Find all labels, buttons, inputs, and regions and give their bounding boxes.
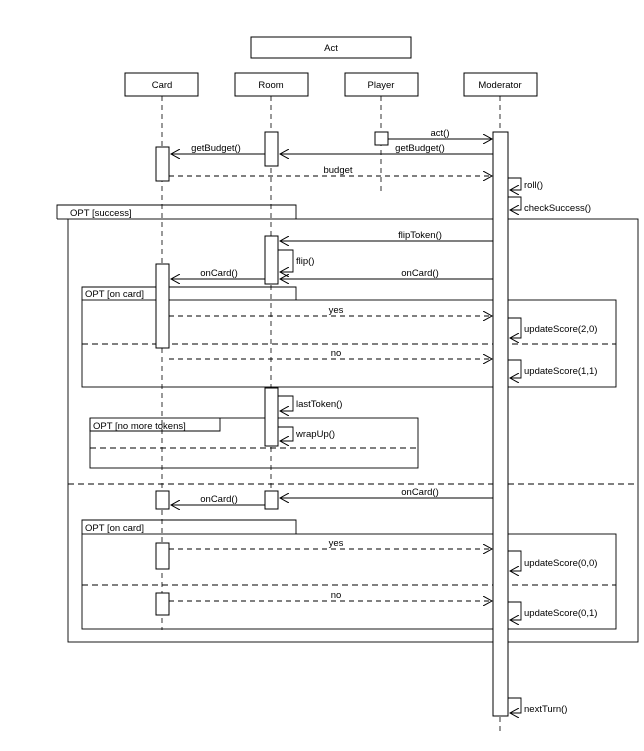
self-message-wrap-up: wrapUp() bbox=[278, 426, 335, 441]
self-message-flip: flip() bbox=[278, 249, 314, 272]
self-message-update-score-1-1: updateScore(1,1) bbox=[508, 359, 597, 378]
message-get-budget-from-moderator: getBudget() bbox=[280, 143, 493, 154]
card-activation bbox=[155, 542, 170, 570]
participant-room: Room bbox=[234, 72, 309, 97]
message-on-card-moderator-to-room: onCard() bbox=[280, 268, 493, 279]
message-no-label: no bbox=[331, 590, 342, 601]
message-yes-label: yes bbox=[329, 538, 344, 549]
fragment-label-success: OPT [success] bbox=[70, 208, 132, 219]
message-wrap-up-label: wrapUp() bbox=[295, 429, 335, 440]
participant-room-label: Room bbox=[258, 80, 283, 91]
moderator-activation bbox=[492, 131, 509, 717]
participant-moderator-label: Moderator bbox=[478, 80, 521, 91]
participant-card: Card bbox=[124, 72, 199, 97]
message-no-label: no bbox=[331, 348, 342, 359]
room-activation bbox=[264, 490, 279, 510]
fragment-label-no-more-tokens: OPT [no more tokens] bbox=[93, 421, 186, 432]
player-activation bbox=[374, 131, 389, 146]
message-yes-2: yes bbox=[169, 538, 492, 549]
message-budget-label: budget bbox=[323, 165, 352, 176]
message-yes-1: yes bbox=[169, 305, 492, 316]
message-yes-label: yes bbox=[329, 305, 344, 316]
message-budget-return: budget bbox=[169, 165, 492, 176]
self-message-check-success: checkSuccess() bbox=[508, 196, 591, 214]
card-activation bbox=[155, 146, 170, 182]
self-message-update-score-0-0: updateScore(0,0) bbox=[508, 550, 597, 571]
message-on-card-room-to-card-2: onCard() bbox=[171, 494, 265, 505]
message-flip-token: flipToken() bbox=[280, 230, 493, 241]
self-message-roll: roll() bbox=[508, 177, 543, 191]
message-update-score-label: updateScore(1,1) bbox=[524, 366, 597, 377]
message-update-score-label: updateScore(0,0) bbox=[524, 558, 597, 569]
room-activation bbox=[264, 131, 279, 167]
message-update-score-label: updateScore(2,0) bbox=[524, 324, 597, 335]
participant-card-label: Card bbox=[152, 80, 173, 91]
fragment-opt-success: OPT [success] bbox=[56, 204, 639, 643]
self-message-update-score-2-0: updateScore(2,0) bbox=[508, 317, 597, 338]
room-activation bbox=[264, 387, 279, 447]
message-get-budget-label: getBudget() bbox=[395, 143, 445, 154]
diagram-title: Act bbox=[324, 43, 338, 54]
message-on-card-label: onCard() bbox=[401, 487, 439, 498]
message-no-2: no bbox=[169, 590, 492, 601]
participant-player-label: Player bbox=[368, 80, 395, 91]
fragment-label-on-card-2: OPT [on card] bbox=[85, 523, 144, 534]
message-update-score-label: updateScore(0,1) bbox=[524, 608, 597, 619]
room-activation bbox=[264, 235, 279, 285]
message-on-card-room-to-card: onCard() bbox=[171, 268, 265, 279]
participant-player: Player bbox=[344, 72, 419, 97]
message-last-token-label: lastToken() bbox=[296, 399, 342, 410]
message-on-card-label: onCard() bbox=[200, 494, 238, 505]
message-flip-token-label: flipToken() bbox=[398, 230, 442, 241]
message-act: act() bbox=[388, 128, 492, 139]
self-message-next-turn: nextTurn() bbox=[508, 697, 567, 715]
message-get-budget-label: getBudget() bbox=[191, 143, 241, 154]
message-on-card-label: onCard() bbox=[401, 268, 439, 279]
card-activation bbox=[155, 592, 170, 616]
message-no-1: no bbox=[169, 348, 492, 359]
card-activation bbox=[155, 263, 170, 349]
message-on-card-moderator-to-room-2: onCard() bbox=[280, 487, 493, 498]
message-flip-label: flip() bbox=[296, 256, 314, 267]
participant-moderator: Moderator bbox=[463, 72, 538, 97]
fragment-opt-no-more-tokens: OPT [no more tokens] bbox=[89, 417, 419, 469]
card-activation bbox=[155, 490, 170, 510]
message-next-turn-label: nextTurn() bbox=[524, 704, 567, 715]
self-message-last-token: lastToken() bbox=[278, 395, 342, 411]
fragment-opt-on-card-2: OPT [on card] bbox=[81, 519, 617, 630]
message-roll-label: roll() bbox=[524, 180, 543, 191]
fragment-label-on-card-1: OPT [on card] bbox=[85, 289, 144, 300]
message-get-budget-from-room: getBudget() bbox=[171, 143, 265, 154]
message-check-success-label: checkSuccess() bbox=[524, 203, 591, 214]
message-on-card-label: onCard() bbox=[200, 268, 238, 279]
fragment-opt-on-card-1: OPT [on card] bbox=[81, 286, 617, 388]
diagram-title-box: Act bbox=[250, 36, 412, 59]
self-message-update-score-0-1: updateScore(0,1) bbox=[508, 601, 597, 620]
message-act-label: act() bbox=[431, 128, 450, 139]
